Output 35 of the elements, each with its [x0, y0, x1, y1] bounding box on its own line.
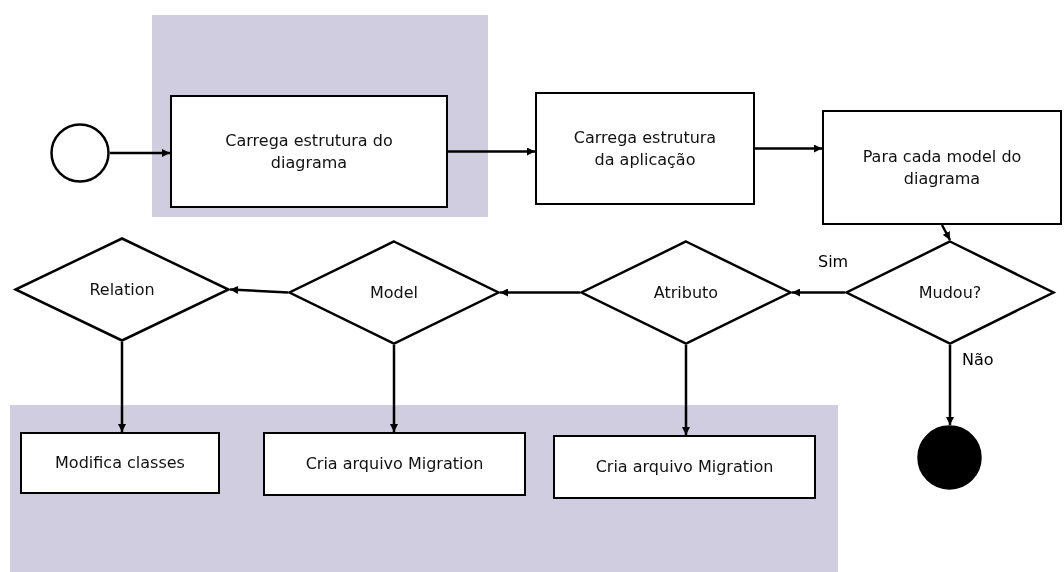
node-label: Mudou?: [917, 281, 983, 304]
group-band: [152, 15, 488, 217]
arrow: [755, 144, 822, 153]
decision-diamond: [845, 240, 1055, 345]
arrow: [448, 147, 535, 156]
node-label: Modifica classes: [54, 452, 186, 474]
node-label: Carrega estrutura da aplicação: [572, 126, 718, 171]
node-label: Relation: [88, 278, 156, 301]
arrow: [500, 288, 580, 297]
arrow: [792, 288, 845, 297]
arrow: [940, 224, 952, 241]
node-label: Carrega estrutura do diagrama: [224, 129, 394, 174]
decision-diamond: [580, 240, 792, 345]
process-box: [263, 432, 526, 496]
node-label: Cria arquivo Migration: [304, 453, 485, 475]
process-box: [822, 110, 1062, 225]
node-label: Para cada model do diagrama: [861, 145, 1023, 190]
process-box: [553, 435, 816, 499]
node-label: Atributo: [652, 281, 720, 304]
process-box: [535, 92, 755, 205]
arrow: [229, 285, 289, 294]
end-node: [917, 425, 982, 490]
decision-diamond: [14, 237, 230, 342]
arrow: [946, 345, 954, 425]
process-box: [20, 432, 220, 494]
group-band: [10, 405, 838, 572]
node-label: Cria arquivo Migration: [594, 456, 775, 478]
start-node: [50, 123, 110, 183]
process-box: [170, 95, 448, 208]
arrow: [118, 342, 126, 432]
decision-diamond: [288, 240, 500, 345]
node-label: Model: [368, 281, 419, 304]
arrow: [682, 345, 690, 435]
arrow: [390, 345, 398, 432]
arrow: [110, 149, 170, 157]
